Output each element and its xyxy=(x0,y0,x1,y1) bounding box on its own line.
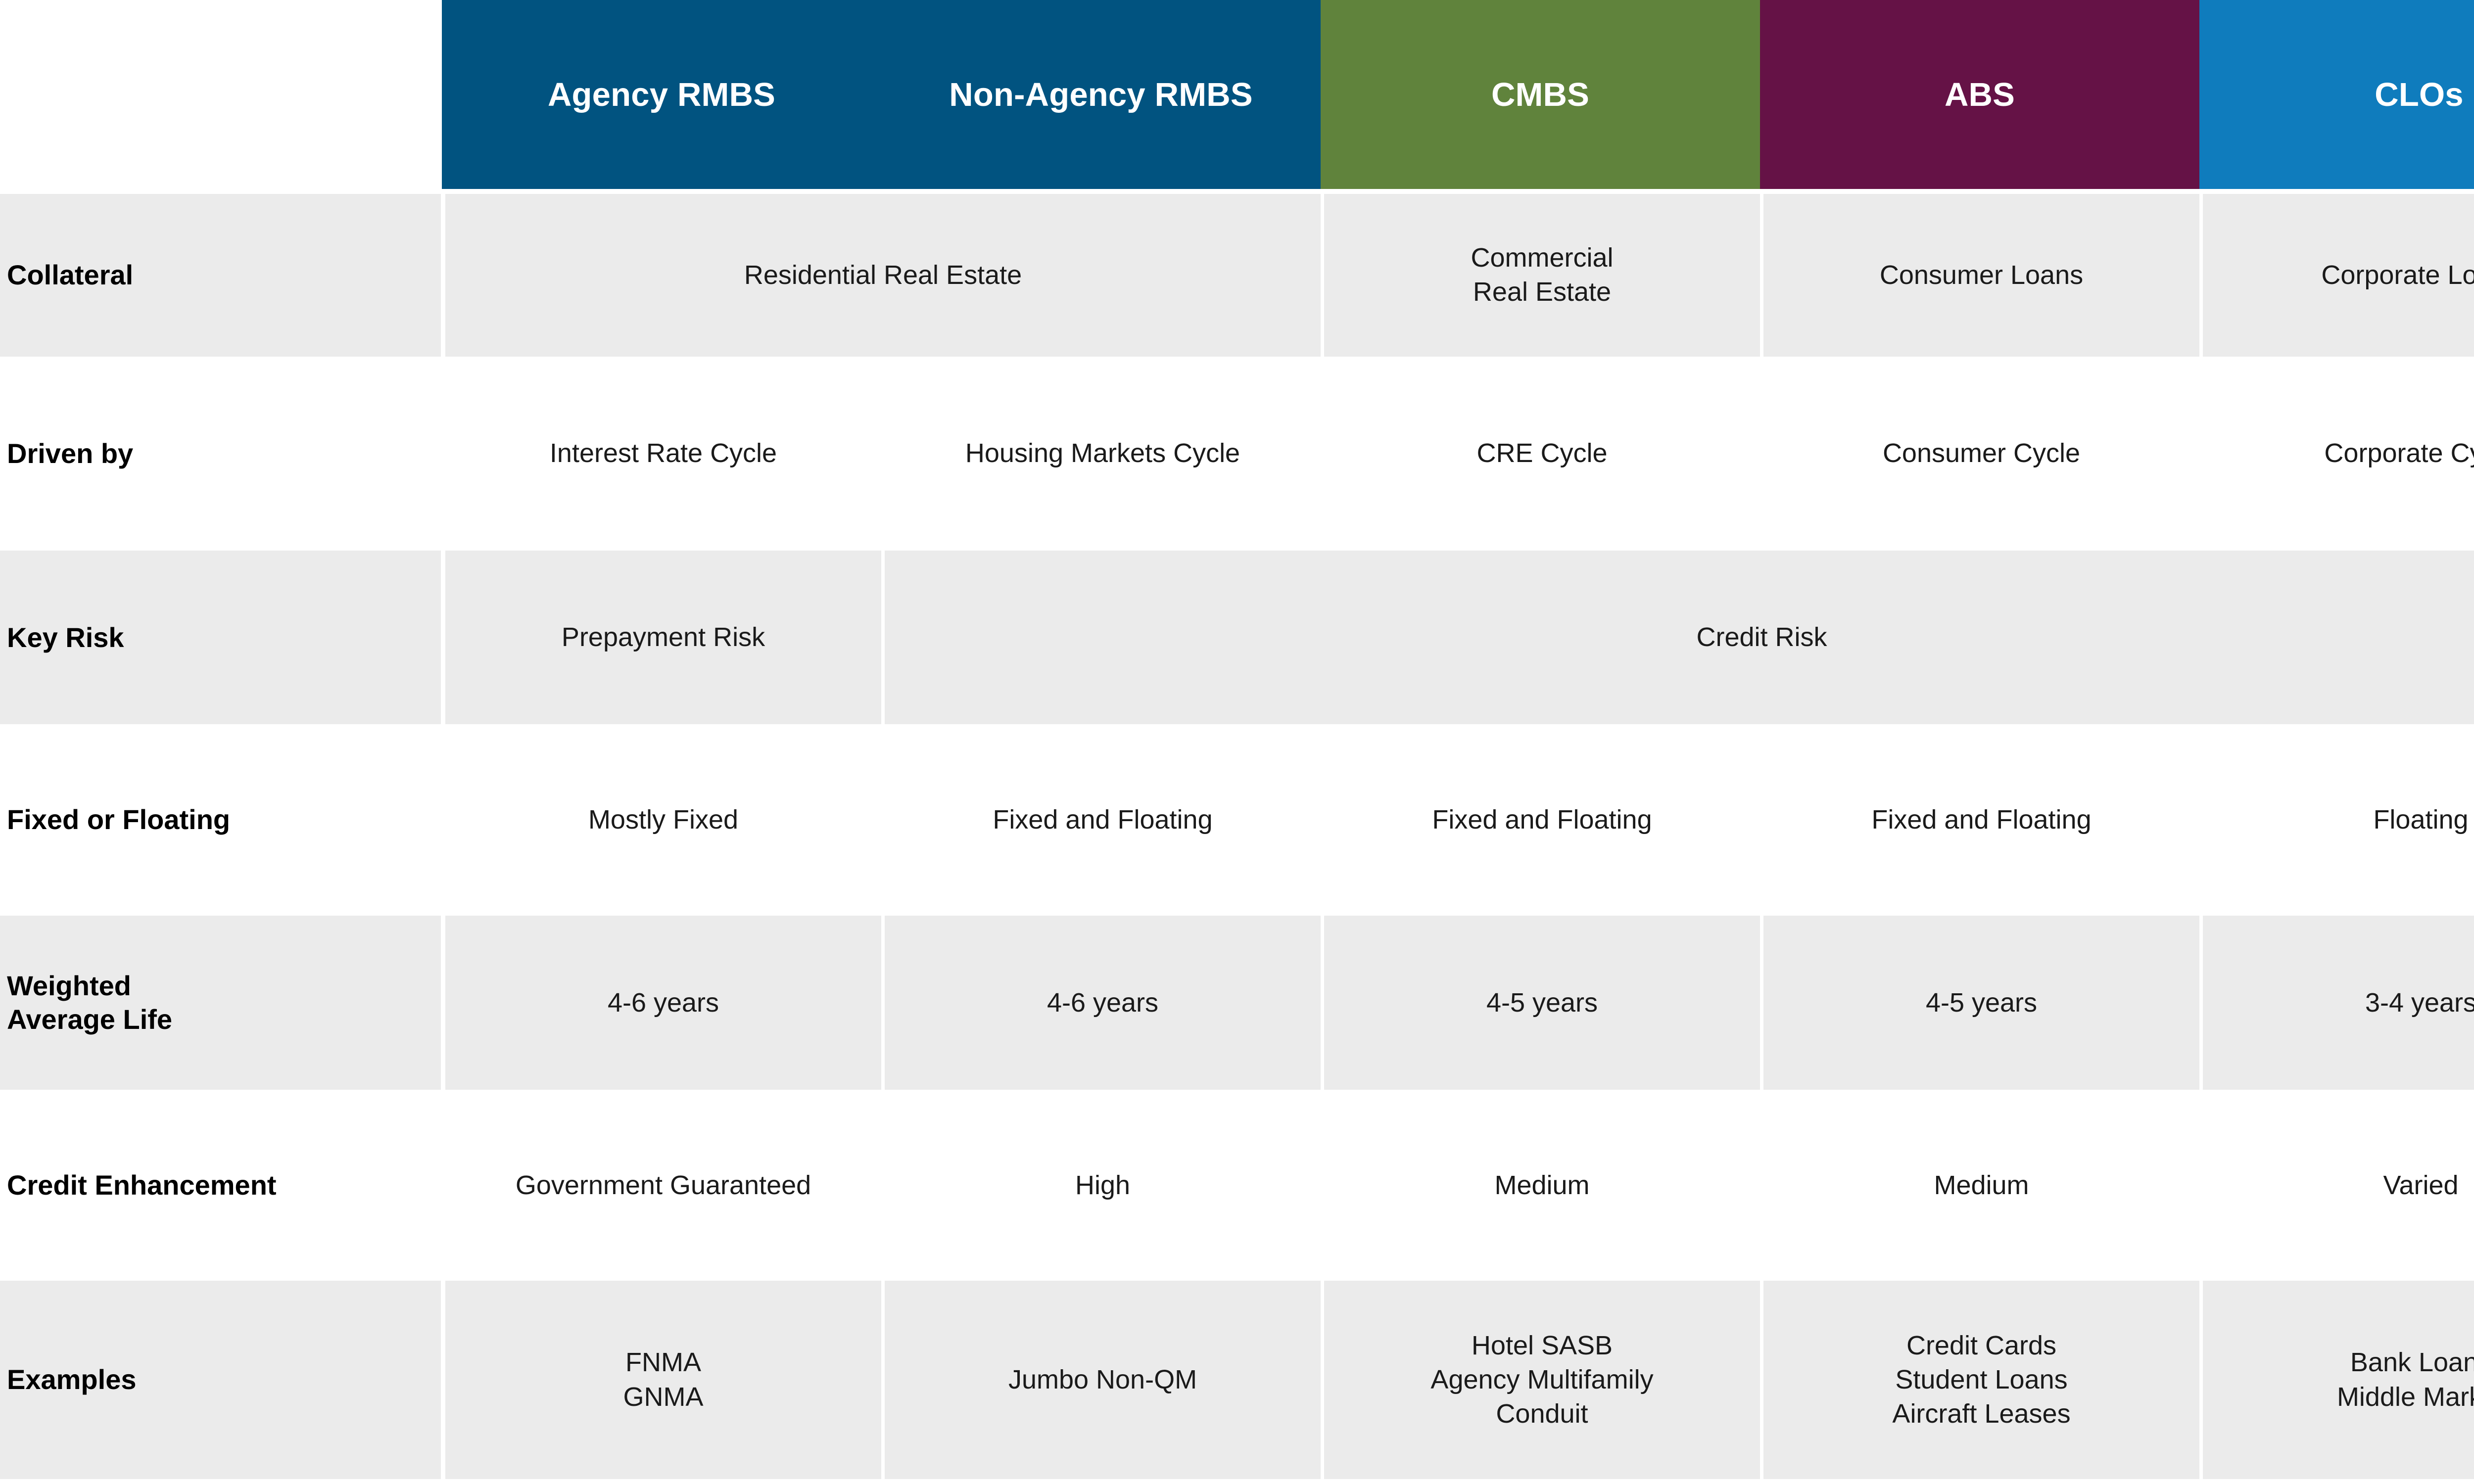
cell-examples-clos: Bank Loans Middle Market xyxy=(2199,1276,2474,1484)
cell-collateral-abs: Consumer Loans xyxy=(1760,189,2199,362)
cell-fixfloat-clos: Floating xyxy=(2199,729,2474,911)
cell-collateral-cmbs: Commercial Real Estate xyxy=(1321,189,1760,362)
cell-wal-cmbs: 4-5 years xyxy=(1321,910,1760,1095)
cell-examples-cmbs: Hotel SASB Agency Multifamily Conduit xyxy=(1321,1276,1760,1484)
table-row: Fixed or Floating Mostly Fixed Fixed and… xyxy=(0,729,2474,911)
cell-driven-abs: Consumer Cycle xyxy=(1760,361,2199,546)
cell-wal-non-agency-rmbs: 4-6 years xyxy=(881,910,1321,1095)
cell-wal-clos: 3-4 years xyxy=(2199,910,2474,1095)
table-row: Credit Enhancement Government Guaranteed… xyxy=(0,1095,2474,1276)
table-row: Collateral Residential Real Estate Comme… xyxy=(0,189,2474,362)
row-label-weighted-average-life: Weighted Average Life xyxy=(0,910,442,1095)
row-label-driven-by: Driven by xyxy=(0,361,442,546)
header-corner-blank xyxy=(0,0,442,189)
column-header-abs: ABS xyxy=(1760,0,2199,189)
cell-key-risk-credit: Credit Risk xyxy=(881,546,2474,730)
cell-driven-agency-rmbs: Interest Rate Cycle xyxy=(442,361,881,546)
cell-examples-abs: Credit Cards Student Loans Aircraft Leas… xyxy=(1760,1276,2199,1484)
cell-collateral-clos: Corporate Loans xyxy=(2199,189,2474,362)
row-label-examples: Examples xyxy=(0,1276,442,1484)
row-label-fixed-or-floating: Fixed or Floating xyxy=(0,729,442,911)
cell-driven-clos: Corporate Cycle xyxy=(2199,361,2474,546)
column-header-agency-rmbs: Agency RMBS xyxy=(442,0,881,189)
table-header: Agency RMBS Non-Agency RMBS CMBS ABS CLO… xyxy=(0,0,2474,189)
cell-key-risk-agency-rmbs: Prepayment Risk xyxy=(442,546,881,730)
cell-driven-cmbs: CRE Cycle xyxy=(1321,361,1760,546)
cell-credenh-agency-rmbs: Government Guaranteed xyxy=(442,1095,881,1276)
table-body: Collateral Residential Real Estate Comme… xyxy=(0,189,2474,1484)
cell-examples-agency-rmbs: FNMA GNMA xyxy=(442,1276,881,1484)
cell-wal-abs: 4-5 years xyxy=(1760,910,2199,1095)
column-header-non-agency-rmbs: Non-Agency RMBS xyxy=(881,0,1321,189)
cell-collateral-rmbs: Residential Real Estate xyxy=(442,189,1321,362)
cell-credenh-cmbs: Medium xyxy=(1321,1095,1760,1276)
table-row: Key Risk Prepayment Risk Credit Risk xyxy=(0,546,2474,730)
cell-fixfloat-agency-rmbs: Mostly Fixed xyxy=(442,729,881,911)
table-row: Weighted Average Life 4-6 years 4-6 year… xyxy=(0,910,2474,1095)
row-label-collateral: Collateral xyxy=(0,189,442,362)
column-header-cmbs: CMBS xyxy=(1321,0,1760,189)
cell-credenh-abs: Medium xyxy=(1760,1095,2199,1276)
row-label-credit-enhancement: Credit Enhancement xyxy=(0,1095,442,1276)
row-label-key-risk: Key Risk xyxy=(0,546,442,730)
cell-fixfloat-non-agency-rmbs: Fixed and Floating xyxy=(881,729,1321,911)
cell-wal-agency-rmbs: 4-6 years xyxy=(442,910,881,1095)
cell-examples-non-agency-rmbs: Jumbo Non-QM xyxy=(881,1276,1321,1484)
cell-credenh-non-agency-rmbs: High xyxy=(881,1095,1321,1276)
header-row: Agency RMBS Non-Agency RMBS CMBS ABS CLO… xyxy=(0,0,2474,189)
cell-driven-non-agency-rmbs: Housing Markets Cycle xyxy=(881,361,1321,546)
table-row: Driven by Interest Rate Cycle Housing Ma… xyxy=(0,361,2474,546)
table-row: Examples FNMA GNMA Jumbo Non-QM Hotel SA… xyxy=(0,1276,2474,1484)
cell-credenh-clos: Varied xyxy=(2199,1095,2474,1276)
column-header-clos: CLOs xyxy=(2199,0,2474,189)
cell-fixfloat-cmbs: Fixed and Floating xyxy=(1321,729,1760,911)
cell-fixfloat-abs: Fixed and Floating xyxy=(1760,729,2199,911)
